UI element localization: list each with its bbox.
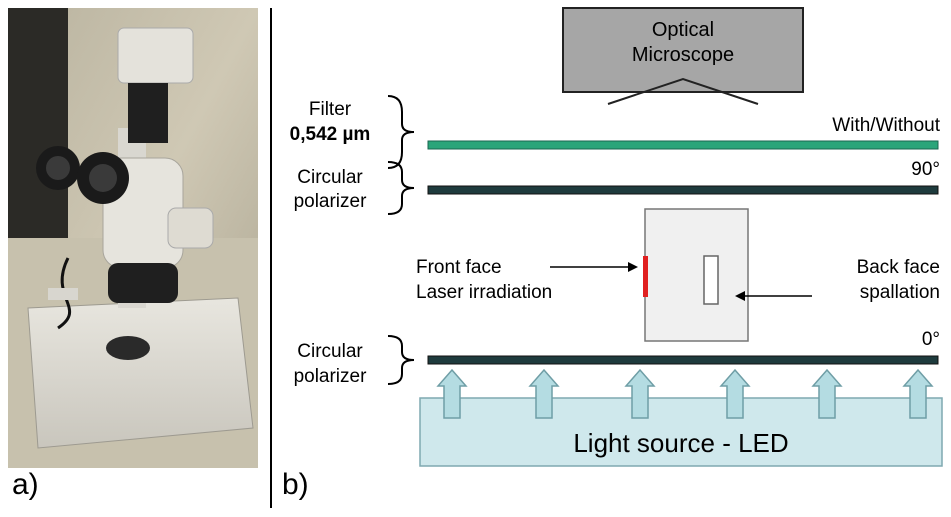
microscope-label-line2: Microscope bbox=[631, 44, 735, 66]
bottom-polarizer-label-line1: Circular bbox=[297, 341, 363, 362]
light-source-box bbox=[419, 397, 943, 467]
light-arrow bbox=[719, 368, 751, 419]
light-source-label: Light source - LED bbox=[573, 428, 789, 458]
back-face-notch bbox=[703, 255, 719, 305]
top-polarizer-brace bbox=[387, 161, 415, 215]
spallation-label: spallation bbox=[859, 282, 940, 303]
light-arrows bbox=[436, 368, 934, 419]
laser-irradiation-label: Laser irradiation bbox=[416, 282, 553, 303]
back-face-arrowhead bbox=[735, 291, 745, 301]
filter-wavelength: 0,542 µm bbox=[289, 124, 371, 145]
filter-bar bbox=[427, 140, 939, 150]
bottom-polarizer-angle: 0° bbox=[921, 329, 940, 350]
bottom-polarizer-bar bbox=[427, 355, 939, 365]
filter-label: Filter bbox=[308, 99, 352, 120]
front-face-arrowhead bbox=[628, 262, 638, 272]
top-polarizer-angle: 90° bbox=[911, 159, 940, 180]
microscope-label-line1: Optical bbox=[651, 19, 715, 41]
filter-brace bbox=[387, 95, 415, 169]
light-arrow bbox=[902, 368, 934, 419]
panel-b-label: b) bbox=[282, 468, 309, 501]
panel-divider bbox=[270, 8, 272, 508]
microscope-objective bbox=[607, 77, 759, 105]
microscope-photo bbox=[8, 8, 258, 468]
front-face-label: Front face bbox=[416, 257, 502, 278]
light-arrow bbox=[436, 368, 468, 419]
filter-note: With/Without bbox=[832, 115, 940, 136]
top-polarizer-label-line1: Circular bbox=[297, 167, 363, 188]
bottom-polarizer-brace bbox=[387, 335, 415, 385]
bottom-polarizer-label-line2: polarizer bbox=[293, 366, 367, 387]
sample-block bbox=[644, 208, 749, 342]
laser-irradiation-mark bbox=[643, 256, 648, 297]
top-polarizer-label-line2: polarizer bbox=[293, 191, 367, 212]
light-arrow bbox=[528, 368, 560, 419]
light-arrow bbox=[624, 368, 656, 419]
top-polarizer-bar bbox=[427, 185, 939, 195]
light-arrow bbox=[811, 368, 843, 419]
panel-a-label: a) bbox=[12, 468, 39, 501]
back-face-label: Back face bbox=[856, 257, 940, 278]
